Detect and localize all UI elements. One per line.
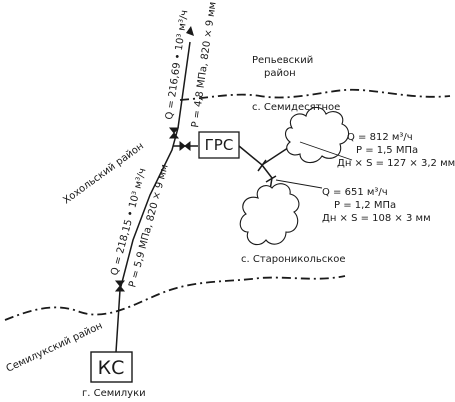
ks-station-label: КС — [98, 357, 125, 379]
branch-lower-pressure: P = 1,2 МПа — [334, 200, 396, 211]
settlement-blob-upper — [284, 106, 350, 164]
settlement-semiluki: г. Семилуки — [82, 388, 146, 399]
pipeline-upper-params: P = 4,8 МПа, 820 × 9 мм — [190, 1, 219, 128]
branch-lower-size: Дн × S = 108 × 3 мм — [322, 213, 431, 224]
grs-station-box — [198, 131, 240, 159]
branch-upper-flow: Q = 812 м³/ч — [347, 132, 413, 143]
settlement-staronikolskoe: с. Староникольское — [241, 254, 346, 265]
settlement-blob-lower — [239, 183, 300, 246]
region-boundary-north — [179, 88, 451, 101]
distribution-tick-2 — [265, 175, 277, 183]
region-repyovsky-line1: Репьевский — [252, 55, 313, 66]
grs-station-label: ГРС — [205, 136, 234, 154]
settlement-semidesyatnoe: с. Семидесятное — [252, 102, 340, 113]
leader-lower-branch — [275, 179, 323, 189]
flow-arrow-north — [186, 26, 194, 36]
valve-lower — [114, 280, 126, 292]
leader-upper-branch — [299, 141, 353, 161]
valve-upper — [168, 127, 180, 139]
branch-upper-size: Дн × S = 127 × 3,2 мм — [337, 158, 455, 169]
region-semiluksky: Семилукский район — [5, 320, 105, 374]
region-boundary-south — [4, 275, 346, 321]
valve-grs — [179, 140, 191, 152]
branch-upper-pressure: P = 1,5 МПа — [356, 145, 418, 156]
branch-lower-flow: Q = 651 м³/ч — [322, 187, 388, 198]
ks-station-box — [90, 351, 133, 383]
region-repyovsky-line2: район — [264, 68, 296, 79]
distribution-tick — [257, 159, 267, 172]
